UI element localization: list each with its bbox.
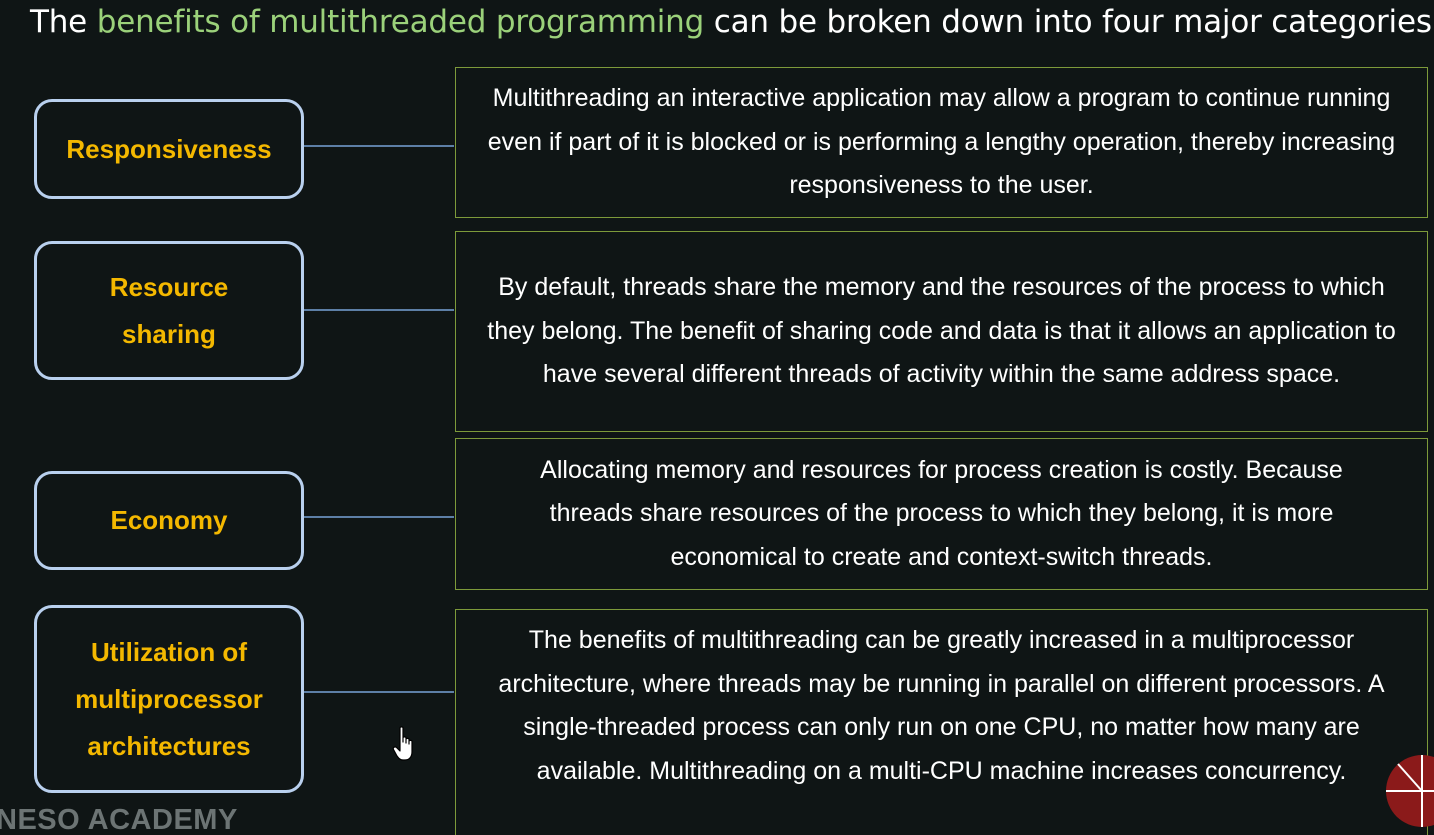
category-box-economy: Economy [34, 471, 304, 570]
hand-pointer-icon [392, 726, 413, 761]
description-text-utilization: The benefits of multithreading can be gr… [498, 626, 1385, 785]
description-box-economy: Allocating memory and resources for proc… [455, 438, 1428, 590]
description-text-economy: Allocating memory and resources for proc… [540, 455, 1343, 571]
category-label-economy: Economy [110, 505, 228, 535]
category-box-utilization: Utilization of multiprocessor architectu… [34, 605, 304, 793]
category-label-utilization: Utilization of multiprocessor architectu… [75, 636, 263, 761]
category-label-resource-sharing: Resource sharing [109, 271, 229, 349]
connector-economy [304, 516, 454, 518]
description-text-responsiveness: Multithreading an interactive applicatio… [487, 84, 1396, 200]
slide-title: The benefits of multithreaded programmin… [30, 2, 1434, 42]
connector-responsiveness [304, 145, 454, 147]
category-box-responsiveness: Responsiveness [34, 99, 304, 199]
neso-logo-icon [1386, 755, 1434, 827]
description-box-utilization: The benefits of multithreading can be gr… [455, 609, 1428, 835]
description-box-responsiveness: Multithreading an interactive applicatio… [455, 67, 1428, 218]
description-box-resource-sharing: By default, threads share the memory and… [455, 231, 1428, 432]
category-box-resource-sharing: Resource sharing [34, 241, 304, 380]
title-suffix: can be broken down into four major categ… [704, 4, 1434, 40]
title-prefix: The [30, 4, 97, 40]
connector-resource-sharing [304, 309, 454, 311]
watermark-text: NESO ACADEMY [0, 804, 238, 835]
category-label-responsiveness: Responsiveness [66, 133, 272, 164]
description-text-resource-sharing: By default, threads share the memory and… [487, 273, 1396, 389]
title-highlight: benefits of multithreaded programming [96, 4, 705, 40]
connector-utilization [304, 691, 454, 693]
